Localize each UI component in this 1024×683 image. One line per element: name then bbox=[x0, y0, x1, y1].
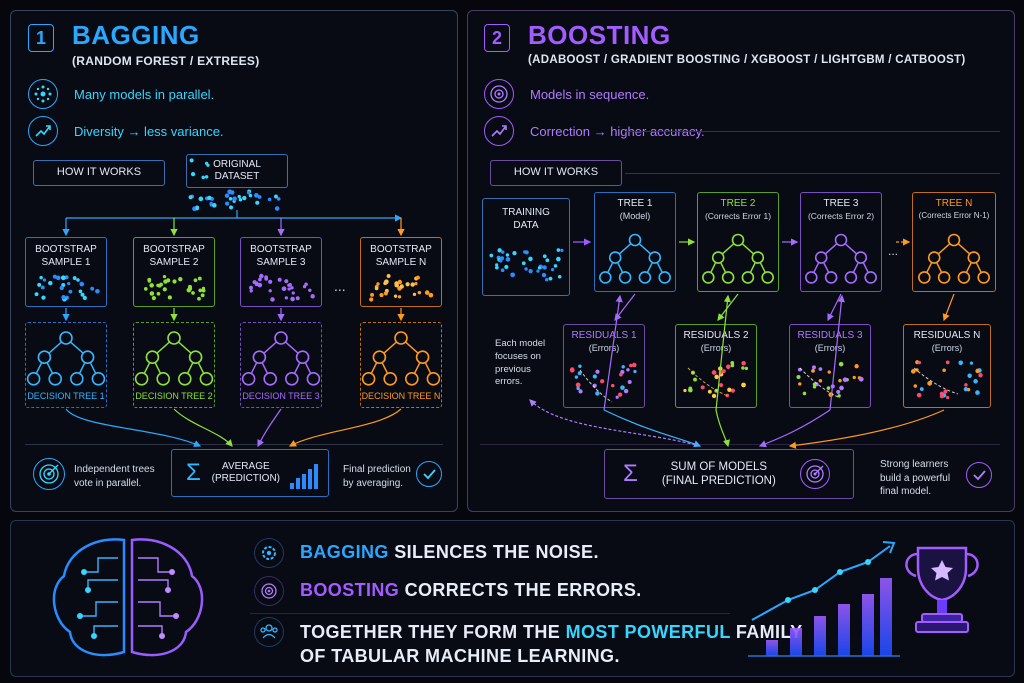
sigma-icon: Σ bbox=[186, 459, 201, 486]
average-prediction-box: Σ AVERAGE (PREDICTION) bbox=[171, 449, 329, 497]
boosting-subtitle: (ADABOOST / GRADIENT BOOSTING / XGBOOST … bbox=[528, 54, 966, 66]
footer-line-3: TOGETHER THEY FORM THE MOST POWERFUL FAM… bbox=[300, 622, 803, 642]
boosting-ellipsis: ... bbox=[888, 244, 899, 258]
bagging-title: BAGGING bbox=[72, 20, 200, 50]
boosting-bullet-1: Models in sequence. bbox=[530, 87, 650, 102]
boosting-how-it-works: HOW IT WORKS bbox=[490, 160, 622, 186]
residuals-n: RESIDUALS N(Errors) bbox=[903, 324, 991, 408]
decision-tree-3: DECISION TREE 3 bbox=[240, 322, 322, 408]
footer-line-2: BOOSTING CORRECTS THE ERRORS. bbox=[300, 580, 642, 600]
focus-note: Each model focuses on previous errors. bbox=[495, 338, 546, 388]
target-icon bbox=[799, 459, 830, 489]
tree-1: TREE 1(Model) bbox=[594, 192, 676, 292]
bagging-panel bbox=[10, 10, 458, 512]
bootstrap-sample-2: BOOTSTRAP SAMPLE 2 bbox=[133, 237, 215, 307]
sigma-icon: Σ bbox=[623, 460, 638, 487]
bootstrap-sample-3: BOOTSTRAP SAMPLE 3 bbox=[240, 237, 322, 307]
network-icon bbox=[28, 79, 58, 109]
check-icon bbox=[966, 462, 992, 488]
decision-tree-1: DECISION TREE 1 bbox=[25, 322, 107, 408]
trend-chart-icon bbox=[28, 116, 58, 146]
growth-chart-icon bbox=[748, 541, 900, 657]
tree-2: TREE 2(Corrects Error 1) bbox=[697, 192, 779, 292]
decision-tree-2: DECISION TREE 2 bbox=[133, 322, 215, 408]
tree-n: TREE N(Corrects Error N-1) bbox=[912, 192, 996, 292]
boosting-divider bbox=[480, 444, 1000, 445]
check-icon bbox=[416, 461, 442, 487]
footer-line-4: OF TABULAR MACHINE LEARNING. bbox=[300, 646, 620, 666]
bagging-divider bbox=[25, 444, 443, 445]
original-dataset-box: ORIGINAL DATASET bbox=[186, 154, 288, 188]
bootstrap-sample-n: BOOTSTRAP SAMPLE N bbox=[360, 237, 442, 307]
footer-rule bbox=[250, 613, 730, 614]
bagging-ellipsis: ... bbox=[334, 278, 346, 294]
bootstrap-sample-1: BOOTSTRAP SAMPLE 1 bbox=[25, 237, 107, 307]
target-icon bbox=[484, 79, 514, 109]
average-bars-icon bbox=[290, 464, 318, 489]
gear-icon bbox=[254, 538, 284, 568]
boosting-title: BOOSTING bbox=[528, 20, 671, 50]
target-icon bbox=[254, 576, 284, 606]
sum-label: SUM OF MODELS (FINAL PREDICTION) bbox=[661, 460, 776, 487]
target-icon bbox=[33, 458, 65, 490]
decision-tree-n: DECISION TREE N bbox=[360, 322, 442, 408]
tree-3: TREE 3(Corrects Error 2) bbox=[800, 192, 882, 292]
sum-of-models-box: Σ SUM OF MODELS (FINAL PREDICTION) bbox=[604, 449, 854, 499]
bagging-left-note: Independent trees vote in parallel. bbox=[74, 464, 155, 489]
bagging-right-note: Final prediction by averaging. bbox=[343, 464, 411, 489]
bagging-number-badge: 1 bbox=[28, 24, 54, 52]
bagging-bullet-2: Diversity → less variance. bbox=[74, 124, 224, 139]
training-data-box: TRAINING DATA bbox=[482, 198, 570, 296]
trend-chart-icon bbox=[484, 116, 514, 146]
brain-icon bbox=[52, 538, 204, 657]
boosting-right-note: Strong learners build a powerful final m… bbox=[880, 459, 951, 497]
team-icon bbox=[254, 617, 284, 647]
boosting-how-rule bbox=[625, 173, 1000, 174]
trophy-icon bbox=[905, 546, 979, 633]
bagging-how-it-works: HOW IT WORKS bbox=[33, 160, 165, 186]
bagging-bullet-1: Many models in parallel. bbox=[74, 87, 215, 102]
footer-line-1: BAGGING SILENCES THE NOISE. bbox=[300, 542, 599, 562]
boosting-header-rule bbox=[625, 131, 1000, 132]
bagging-subtitle: (RANDOM FOREST / EXTREES) bbox=[72, 54, 260, 68]
boosting-bullet-2: Correction → higher accuracy. bbox=[530, 124, 705, 139]
average-label: AVERAGE (PREDICTION) bbox=[211, 460, 281, 485]
boosting-number-badge: 2 bbox=[484, 24, 510, 52]
